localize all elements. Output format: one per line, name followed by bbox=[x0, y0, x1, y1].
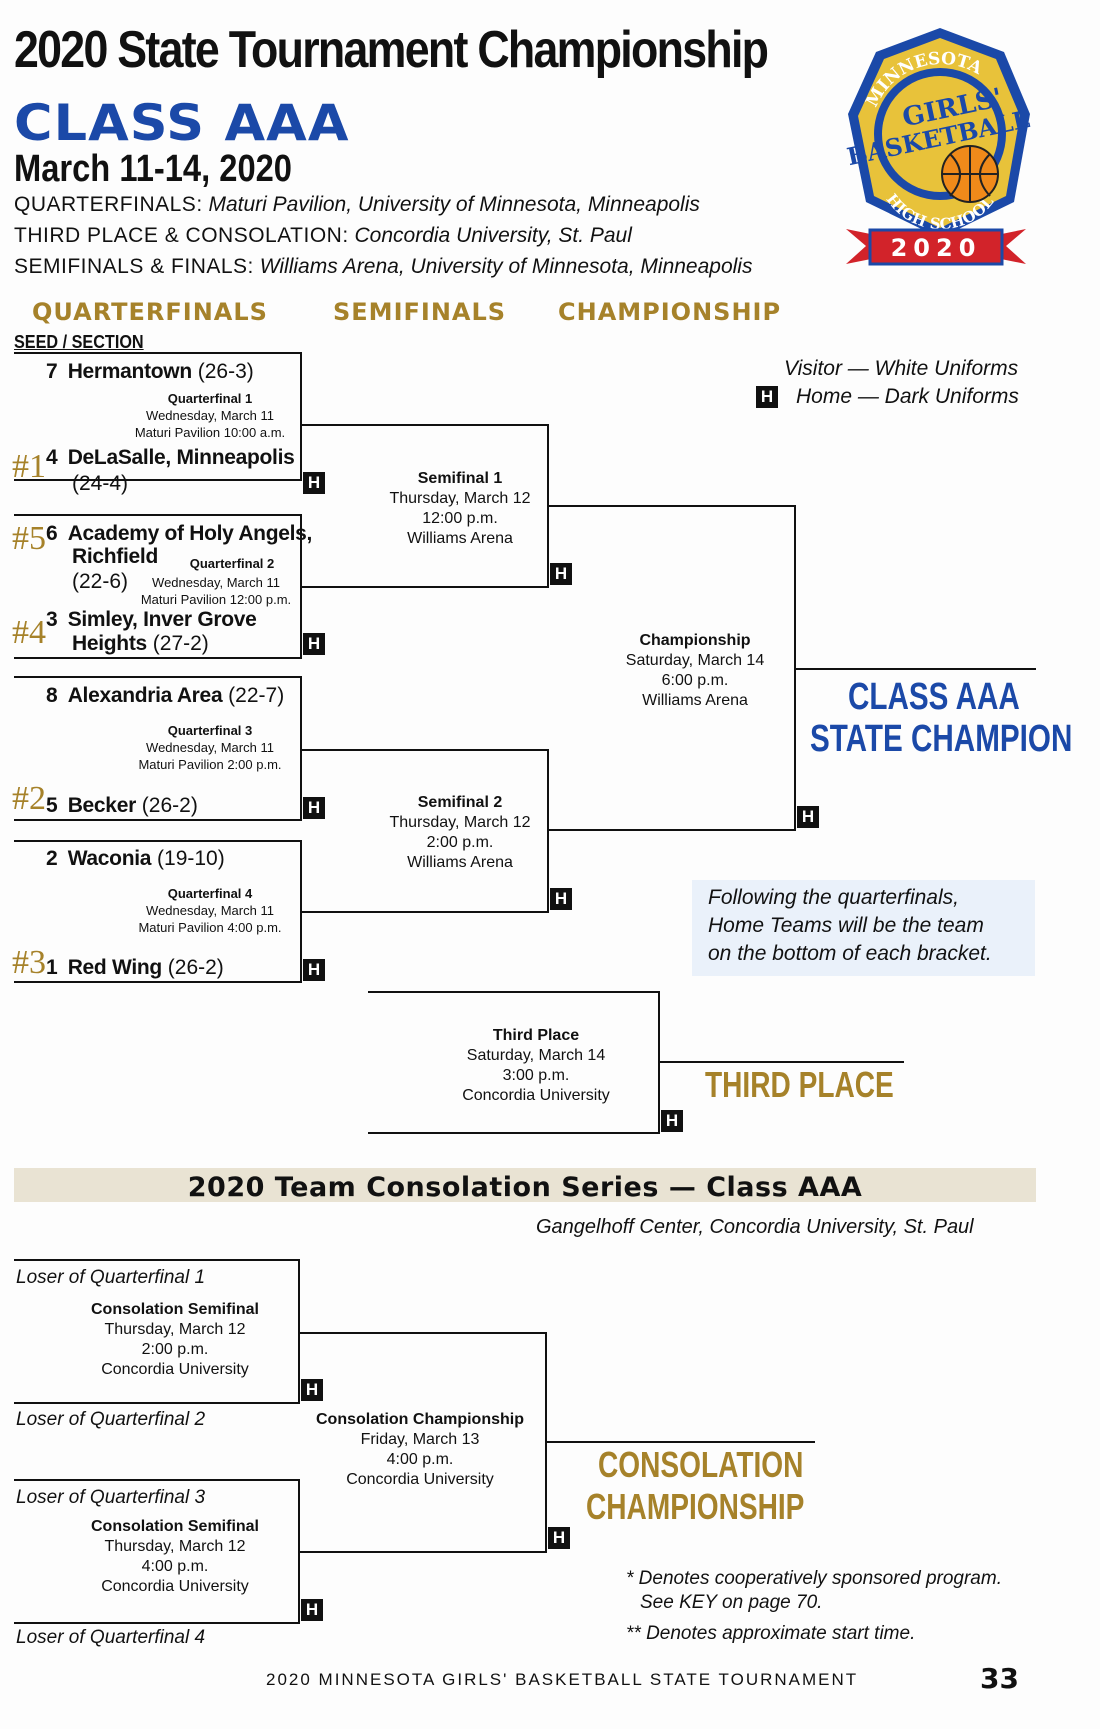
home-h-icon-championship: H bbox=[797, 806, 819, 828]
qf4-info: Quarterfinal 4 Wednesday, March 11 Matur… bbox=[138, 886, 282, 935]
seed-becker: #2 bbox=[12, 780, 46, 817]
home-h-icon-qf1: H bbox=[303, 472, 325, 494]
venue-line-consolation: THIRD PLACE & CONSOLATION: Concordia Uni… bbox=[14, 224, 632, 247]
home-h-icon-sf2: H bbox=[550, 888, 572, 910]
team-holy-angels-line2: Richfield bbox=[72, 545, 158, 568]
round-header-semifinals: SEMIFINALS bbox=[333, 298, 507, 326]
legend-home-h-icon: H bbox=[756, 386, 778, 408]
consolation-label-line1: CONSOLATION bbox=[598, 1444, 804, 1485]
consolation-title: 2020 Team Consolation Series — Class AAA bbox=[187, 1172, 863, 1203]
team-simley-line2: Heights (27-2) bbox=[72, 632, 209, 655]
venue-line-finals: SEMIFINALS & FINALS: Williams Arena, Uni… bbox=[14, 255, 753, 278]
round-header-championship: CHAMPIONSHIP bbox=[558, 298, 782, 326]
home-h-icon-qf2: H bbox=[303, 633, 325, 655]
champion-label-line1: CLASS AAA bbox=[848, 676, 1020, 718]
home-h-icon-consolation-final: H bbox=[548, 1527, 570, 1549]
page-title: 2020 State Tournament Championship bbox=[14, 21, 769, 79]
page-footer: 2020 MINNESOTA GIRLS' BASKETBALL STATE T… bbox=[266, 1670, 859, 1689]
seed-holy-angels: #5 bbox=[12, 520, 46, 557]
seed-delasalle: #1 bbox=[12, 448, 46, 485]
home-h-icon-qf4: H bbox=[303, 959, 325, 981]
consolation-sf1-info: Consolation Semifinal Thursday, March 12… bbox=[90, 1301, 259, 1378]
loser-qf4: Loser of Quarterfinal 4 bbox=[16, 1627, 206, 1648]
footnote-coop: * Denotes cooperatively sponsored progra… bbox=[626, 1568, 1002, 1589]
sf2-info: Semifinal 2 Thursday, March 12 2:00 p.m.… bbox=[389, 794, 531, 871]
svg-text:2020: 2020 bbox=[891, 234, 982, 262]
consolation-label-line2: CHAMPIONSHIP bbox=[586, 1486, 805, 1527]
home-h-icon-sf1: H bbox=[550, 563, 572, 585]
loser-qf2: Loser of Quarterfinal 2 bbox=[16, 1409, 206, 1430]
qf3-info: Quarterfinal 3 Wednesday, March 11 Matur… bbox=[138, 723, 282, 772]
home-h-icon-qf3: H bbox=[303, 797, 325, 819]
round-header-quarterfinals: QUARTERFINALS bbox=[32, 298, 268, 326]
qf2-info: Wednesday, March 11 Maturi Pavilion 12:0… bbox=[140, 575, 292, 607]
mshsl-logo: MINNESOTA HIGH SCHOOL GIRLS' BASKETBALL … bbox=[844, 28, 1032, 266]
page-number: 33 bbox=[980, 1662, 1019, 1695]
home-team-note: Following the quarterfinals, Home Teams … bbox=[692, 880, 1035, 976]
seed-simley: #4 bbox=[12, 614, 46, 651]
home-h-icon-consolation-sf2: H bbox=[301, 1599, 323, 1621]
footnote-key: See KEY on page 70. bbox=[640, 1592, 823, 1613]
champion-label-line2: STATE CHAMPION bbox=[810, 718, 1073, 760]
consolation-venue: Gangelhoff Center, Concordia University,… bbox=[536, 1216, 974, 1238]
footnote-approx: ** Denotes approximate start time. bbox=[626, 1623, 916, 1644]
loser-qf1: Loser of Quarterfinal 1 bbox=[16, 1267, 206, 1288]
championship-info: Championship Saturday, March 14 6:00 p.m… bbox=[625, 632, 765, 709]
loser-qf3: Loser of Quarterfinal 3 bbox=[16, 1487, 206, 1508]
team-holy-angels-record: (22-6) bbox=[72, 570, 129, 593]
sf1-info: Semifinal 1 Thursday, March 12 12:00 p.m… bbox=[389, 470, 531, 547]
seed-red-wing: #3 bbox=[12, 944, 46, 981]
legend-home: Home — Dark Uniforms bbox=[796, 385, 1019, 408]
consolation-sf2-info: Consolation Semifinal Thursday, March 12… bbox=[90, 1518, 259, 1595]
consolation-final-info: Consolation Championship Friday, March 1… bbox=[316, 1411, 524, 1488]
venue-line-quarterfinals: QUARTERFINALS: Maturi Pavilion, Universi… bbox=[14, 193, 700, 216]
third-place-label: THIRD PLACE bbox=[705, 1064, 894, 1105]
consolation-banner: 2020 Team Consolation Series — Class AAA bbox=[14, 1168, 1036, 1203]
class-title: CLASS AAA bbox=[14, 94, 350, 152]
qf1-info: Quarterfinal 1 Wednesday, March 11 Matur… bbox=[134, 391, 286, 440]
legend-visitor: Visitor — White Uniforms bbox=[784, 357, 1019, 380]
home-h-icon-consolation-sf1: H bbox=[301, 1379, 323, 1401]
seed-section-label: SEED / SECTION bbox=[14, 332, 144, 352]
tournament-dates: March 11-14, 2020 bbox=[14, 148, 292, 190]
team-delasalle-record: (24-4) bbox=[72, 472, 129, 495]
third-place-info: Third Place Saturday, March 14 3:00 p.m.… bbox=[462, 1027, 610, 1104]
qf2-title: Quarterfinal 2 bbox=[189, 556, 275, 571]
home-h-icon-third-place: H bbox=[661, 1110, 683, 1132]
